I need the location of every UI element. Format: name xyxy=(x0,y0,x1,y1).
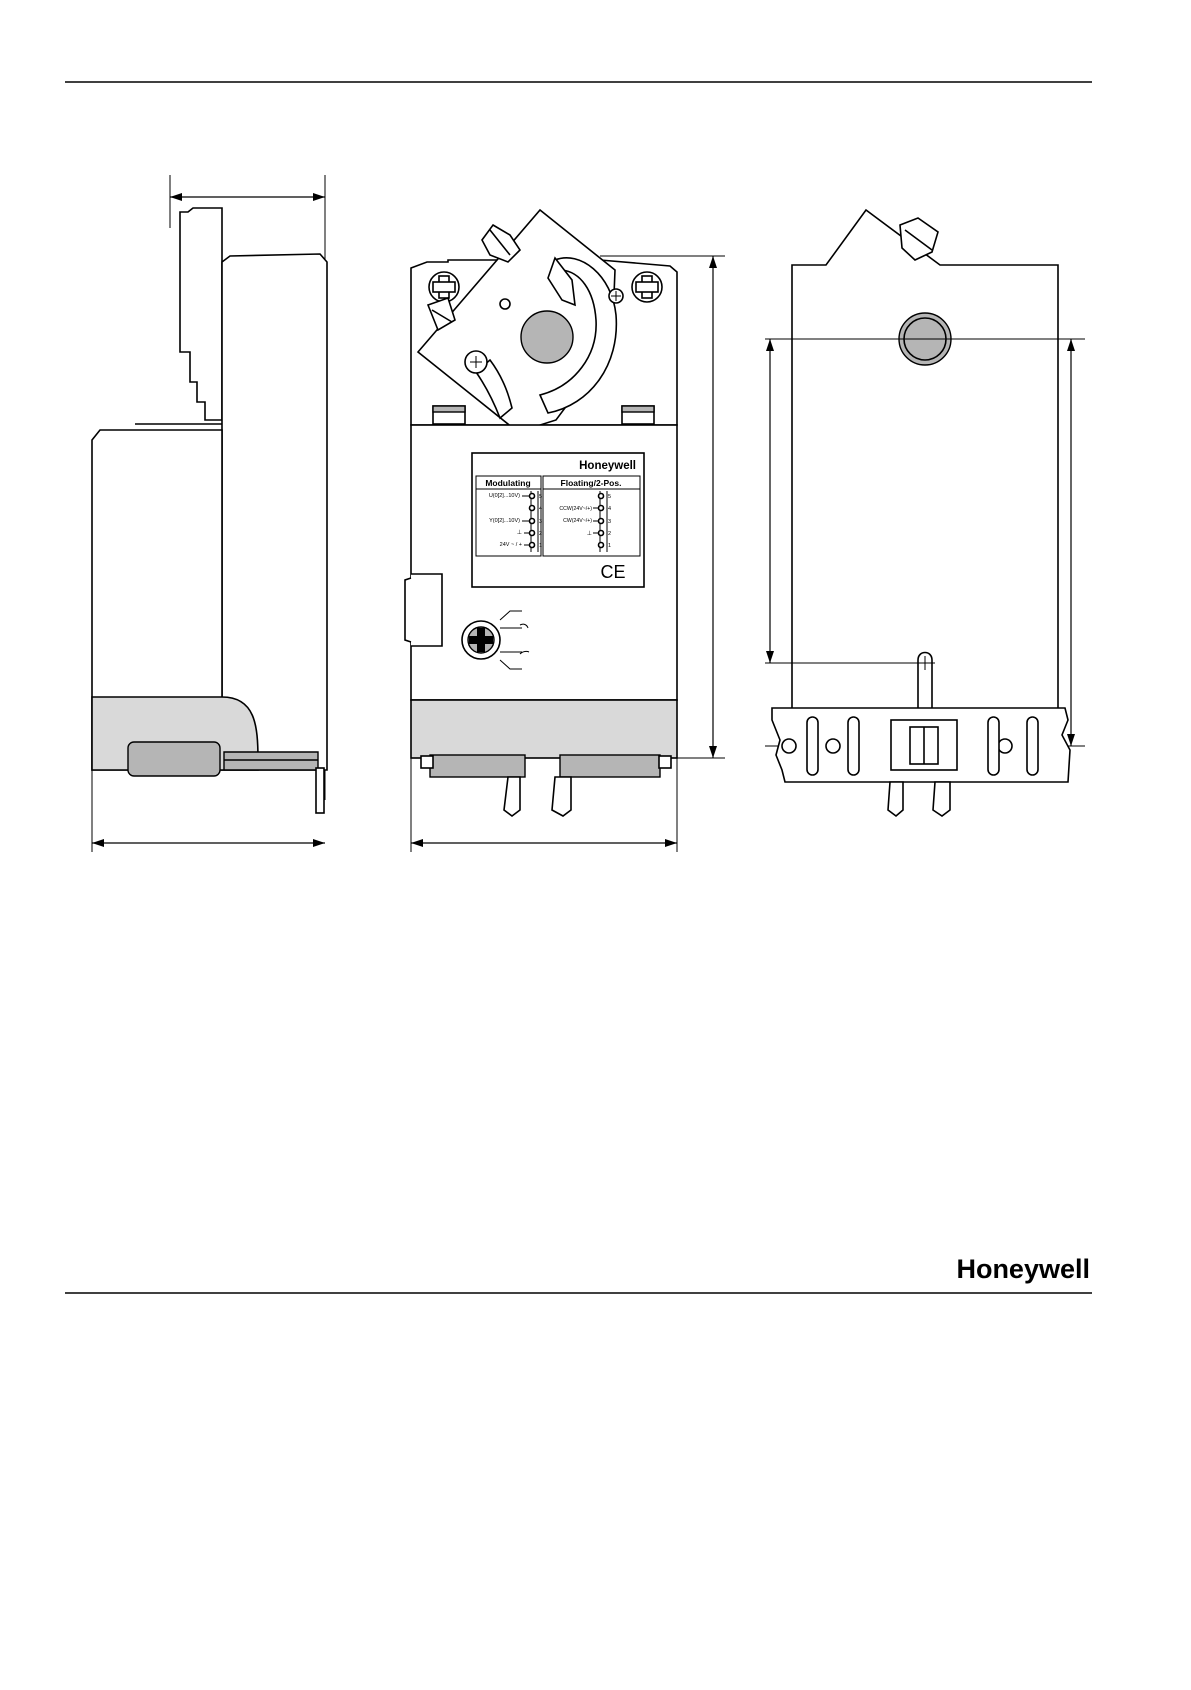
front-screw-left xyxy=(429,272,459,302)
floating-title: Floating/2-Pos. xyxy=(561,478,622,488)
mod-terminal-2: 2 xyxy=(539,531,542,537)
front-view: Honeywell Modulating Floating/2-Pos. U(0… xyxy=(405,210,725,852)
float-terminal-5: 5 xyxy=(608,494,611,500)
ce-mark: CE xyxy=(600,562,625,582)
mod-terminal-4: 4 xyxy=(539,506,542,512)
side-bottom-dimension xyxy=(92,770,325,852)
float-row-ccw: CCW(24V~/+) xyxy=(559,506,592,512)
float-terminal-4: 4 xyxy=(608,506,611,512)
mod-terminal-3: 3 xyxy=(539,519,542,525)
rear-left-dimension xyxy=(766,339,774,663)
modulating-title: Modulating xyxy=(485,478,530,488)
mod-row-24v: 24V ~ / + xyxy=(500,542,522,548)
float-row-ground: ⊥ xyxy=(587,530,592,537)
float-row-cw: CW(24V~/+) xyxy=(563,518,592,524)
float-terminal-2: 2 xyxy=(608,531,611,537)
mod-row-y: Y(0[2]...10V) xyxy=(489,518,520,524)
rear-right-dimension xyxy=(1067,339,1075,746)
side-rear-plate xyxy=(222,254,327,770)
side-knob-left xyxy=(128,742,220,776)
mod-terminal-5: 5 xyxy=(539,494,542,500)
wiring-label: Honeywell Modulating Floating/2-Pos. U(0… xyxy=(472,453,644,587)
rear-housing xyxy=(792,210,1058,710)
mod-row-ground: ⊥ xyxy=(517,529,522,536)
float-terminal-1: 1 xyxy=(608,543,611,549)
float-terminal-3: 3 xyxy=(608,519,611,525)
rear-view xyxy=(765,210,1085,816)
mod-row-u: U(0[2]...10V) xyxy=(489,493,520,499)
device-label-brand: Honeywell xyxy=(579,460,636,472)
footer-logo: Honeywell xyxy=(956,1254,1090,1284)
front-housing-base xyxy=(411,700,677,758)
side-knob-right xyxy=(224,752,318,770)
mod-terminal-1: 1 xyxy=(539,543,542,549)
front-screw-right xyxy=(632,272,662,302)
side-mounting-bracket xyxy=(180,208,222,420)
front-shaft xyxy=(521,311,573,363)
side-view xyxy=(92,175,327,852)
